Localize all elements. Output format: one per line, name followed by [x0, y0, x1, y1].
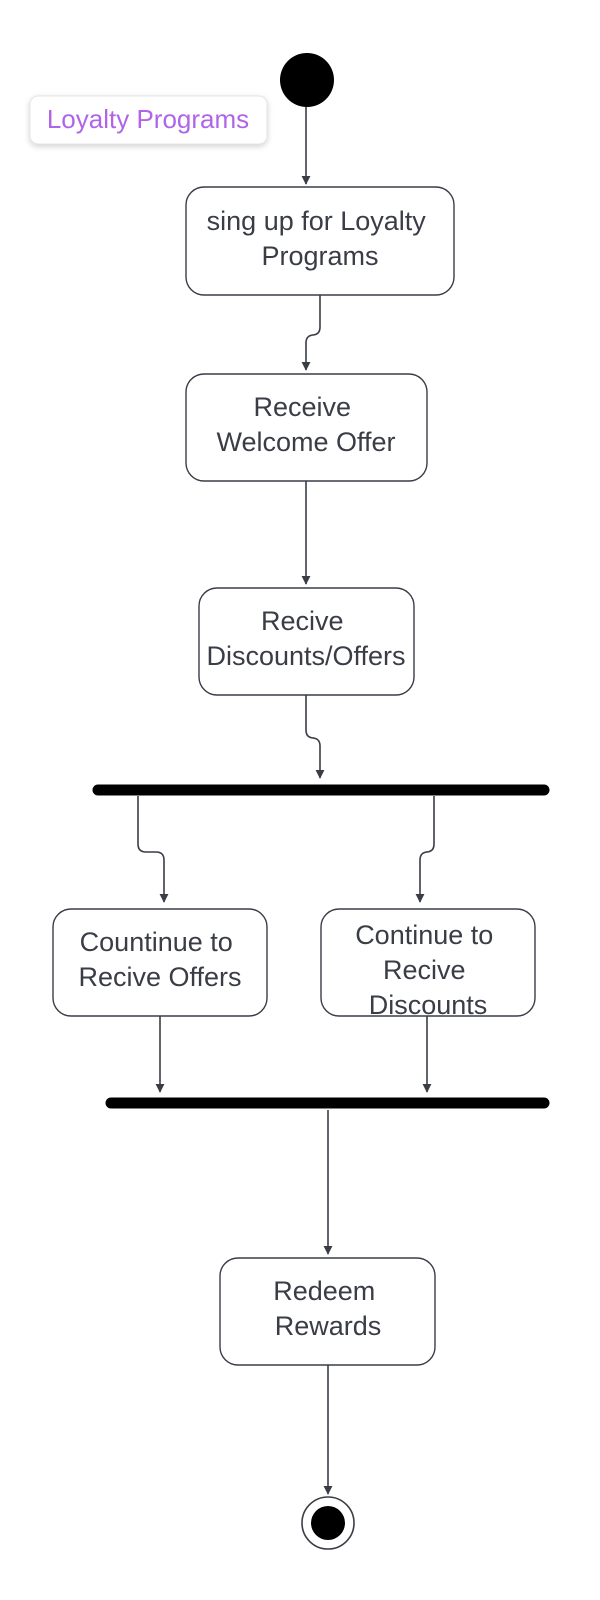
- activity-sign-up-line-1: sing up for Loyalty: [207, 206, 427, 236]
- svg-text:Recive Discounts/Offers: Recive Discounts/Offers: [206, 606, 405, 671]
- activity-discounts-offers-line-1: Recive: [261, 606, 344, 636]
- edge-fork-to-continue-discounts: [415, 796, 435, 903]
- activity-continue-offers-line-1: Countinue to: [80, 927, 233, 957]
- activity-continue-discounts-line-2: Recive: [383, 955, 466, 985]
- activity-redeem-line-2: Rewards: [275, 1311, 382, 1341]
- activity-discounts-offers-line-2: Discounts/Offers: [206, 641, 405, 671]
- title-note-text: Loyalty Programs: [47, 104, 249, 134]
- activity-sign-up-line-2: Programs: [261, 241, 378, 271]
- activity-continue-offers-line-2: Recive Offers: [78, 962, 241, 992]
- edges: [137, 106, 435, 1495]
- activity-welcome-offer-line-2: Welcome Offer: [216, 427, 395, 457]
- edge-fork-to-continue-offers: [137, 796, 169, 903]
- activity-sign-up: sing up for Loyalty Programs: [185, 186, 455, 296]
- svg-text:Countinue to Recive Offe: Countinue to Recive Offers: [78, 927, 241, 992]
- svg-text:Continue to Recive: Continue to Recive Discounts: [355, 920, 501, 1020]
- activity-discounts-offers: Recive Discounts/Offers: [198, 587, 415, 696]
- edge-signup-to-welcome: [301, 295, 321, 371]
- start-node: [280, 53, 334, 107]
- activity-redeem-line-1: Redeem: [273, 1276, 375, 1306]
- activity-continue-discounts-line-3: Discounts: [369, 990, 488, 1020]
- end-node: [301, 1496, 355, 1550]
- activity-continue-discounts-line-1: Continue to: [355, 920, 493, 950]
- activity-welcome-offer: Receive Welcome Offer: [185, 373, 428, 482]
- activity-redeem: Redeem Rewards: [219, 1257, 436, 1366]
- edge-discounts-to-fork: [305, 695, 325, 779]
- activity-continue-discounts: Continue to Recive Discounts: [320, 908, 536, 1020]
- title-note: Loyalty Programs: [29, 95, 268, 145]
- svg-text:sing up for Loyalty Prog: sing up for Loyalty Programs: [207, 206, 434, 271]
- activity-continue-offers: Countinue to Recive Offers: [52, 908, 268, 1017]
- svg-text:Redeem Rewards: Redeem Rewards: [273, 1276, 383, 1341]
- activity-welcome-offer-line-1: Receive: [253, 392, 351, 422]
- svg-text:Receive Welcome Offer: Receive Welcome Offer: [216, 392, 395, 457]
